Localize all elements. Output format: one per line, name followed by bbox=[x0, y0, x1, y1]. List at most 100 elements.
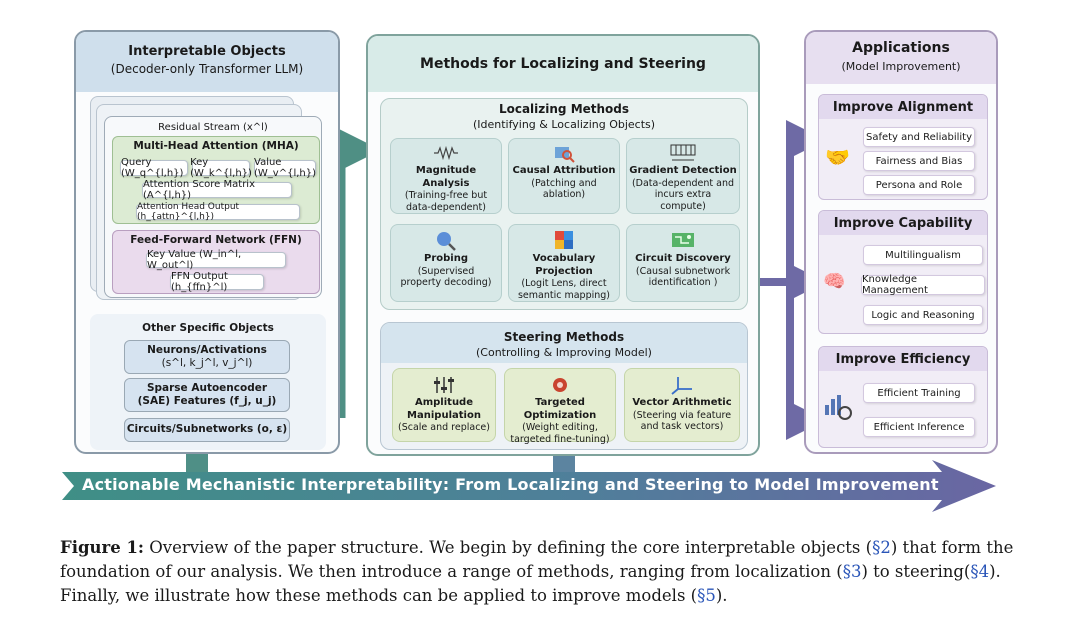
method-name: Probing bbox=[424, 253, 468, 264]
caption-text: ). bbox=[715, 586, 728, 605]
neurons-label: Neurons/Activations bbox=[147, 343, 267, 356]
steering-title: Steering Methods bbox=[503, 330, 625, 344]
localizing-subtitle: (Identifying & Localizing Objects) bbox=[472, 118, 656, 131]
vocab-icon bbox=[509, 229, 619, 251]
method-causal-attribution: Causal Attribution (Patching and ablatio… bbox=[508, 138, 620, 214]
key-chip: Key (W_k^{l,h}) bbox=[190, 157, 252, 179]
capability-title: Improve Capability bbox=[833, 216, 973, 231]
localizing-title: Localizing Methods bbox=[498, 102, 630, 116]
method-desc: (Weight editing, targeted fine-tuning) bbox=[510, 422, 610, 445]
brain-icon: 🧠 bbox=[823, 271, 846, 292]
method-desc: (Patching and ablation) bbox=[531, 177, 597, 201]
right-panel-title: Applications bbox=[852, 40, 950, 56]
banner-arrow bbox=[62, 460, 996, 512]
method-name: Targeted Optimization bbox=[523, 397, 597, 421]
method-desc: (Scale and replace) bbox=[398, 422, 490, 433]
right-panel-subtitle: (Model Improvement) bbox=[841, 60, 961, 73]
steering-subtitle: (Controlling & Improving Model) bbox=[476, 346, 652, 359]
gear-icon bbox=[505, 375, 615, 395]
caption-text: ) to steering( bbox=[861, 562, 971, 581]
caption-label: Figure 1: bbox=[60, 538, 145, 557]
ffn-title: Feed-Forward Network (FFN) bbox=[130, 234, 302, 246]
ffn-output-chip: FFN Output (h_{ffn}^l) bbox=[170, 271, 264, 293]
middle-panel-header bbox=[368, 36, 758, 92]
method-desc: (Data-dependent and incurs extra compute… bbox=[631, 177, 735, 213]
efficiency-header bbox=[819, 347, 987, 371]
value-chip: Value (W_v^{l,h}) bbox=[254, 157, 317, 179]
method-name: Circuit Discovery bbox=[635, 253, 731, 264]
inspect-icon bbox=[509, 143, 619, 163]
method-desc: (Training-free but data-dependent) bbox=[404, 190, 488, 213]
app-item: Logic and Reasoning bbox=[863, 305, 983, 325]
section-ref[interactable]: §2 bbox=[872, 538, 891, 557]
app-item: Efficient Training bbox=[863, 383, 975, 403]
method-circuit-discovery: Circuit Discovery (Causal subnetwork ide… bbox=[626, 224, 740, 302]
applications-panel: Applications (Model Improvement) Improve… bbox=[804, 30, 998, 454]
app-item: Knowledge Management bbox=[861, 274, 985, 296]
alignment-title: Improve Alignment bbox=[832, 100, 974, 115]
method-vocabulary-projection: Vocabulary Projection (Logit Lens, direc… bbox=[508, 224, 620, 302]
sae-box: Sparse Autoencoder (SAE) Features (f_j, … bbox=[124, 378, 290, 412]
sae-label-2: (SAE) Features (f_j, u_j) bbox=[137, 395, 277, 407]
method-magnitude-analysis: Magnitude Analysis (Training-free but da… bbox=[390, 138, 502, 214]
query-chip: Query (W_q^{l,h}) bbox=[120, 157, 188, 179]
method-name: Causal Attribution bbox=[512, 165, 616, 176]
app-item: Fairness and Bias bbox=[863, 151, 975, 171]
method-desc: (Causal subnetwork identification ) bbox=[635, 265, 731, 289]
method-gradient-detection: Gradient Detection (Data-dependent and i… bbox=[626, 138, 740, 214]
residual-stream-label: Residual Stream (x^l) bbox=[158, 122, 268, 133]
banner-text: Actionable Mechanistic Interpretability:… bbox=[82, 475, 939, 494]
sae-label: Sparse Autoencoder bbox=[146, 381, 268, 394]
method-desc: (Steering via feature and task vectors) bbox=[632, 409, 732, 433]
attention-score-chip: Attention Score Matrix (A^{l,h}) bbox=[142, 179, 292, 201]
method-vector-arithmetic: Vector Arithmetic (Steering via feature … bbox=[624, 368, 740, 442]
circuits-box: Circuits/Subnetworks (ο, ε) bbox=[124, 418, 290, 442]
axes-icon bbox=[625, 375, 739, 395]
left-panel-header bbox=[76, 32, 338, 92]
improve-capability-group: Improve Capability 🧠 Multilingualism Kno… bbox=[818, 210, 988, 334]
magnifier-icon bbox=[391, 229, 501, 251]
improve-efficiency-group: Improve Efficiency Efficient Training Ef… bbox=[818, 346, 988, 448]
methods-panel: Methods for Localizing and Steering Loca… bbox=[366, 34, 760, 456]
chart-gear-icon bbox=[823, 391, 853, 425]
attention-output-chip: Attention Head Output (h_{attn}^{l,h}) bbox=[136, 202, 300, 222]
caption-text: ). Finally, we illustrate how these meth… bbox=[60, 562, 1001, 605]
sliders-icon bbox=[393, 375, 495, 395]
method-desc: (Logit Lens, direct semantic mapping) bbox=[517, 278, 611, 301]
method-name: Vector Arithmetic bbox=[632, 397, 732, 408]
neurons-box: Neurons/Activations (s^l, k_j^l, v_j^l) bbox=[124, 340, 290, 374]
capability-header bbox=[819, 211, 987, 235]
method-amplitude-manipulation: Amplitude Manipulation (Scale and replac… bbox=[392, 368, 496, 442]
left-panel-title: Interpretable Objects bbox=[128, 44, 286, 59]
caption-text: ) that form the foundation of our analys… bbox=[60, 538, 1014, 581]
app-item: Safety and Reliability bbox=[863, 127, 975, 147]
section-ref[interactable]: §3 bbox=[842, 562, 862, 581]
app-item: Multilingualism bbox=[863, 245, 983, 265]
figure-caption: Figure 1: Overview of the paper structur… bbox=[60, 536, 1020, 608]
method-name: Magnitude Analysis bbox=[415, 165, 477, 189]
handshake-icon: 🤝 bbox=[825, 145, 850, 169]
section-ref[interactable]: §5 bbox=[697, 586, 716, 605]
resistor-icon bbox=[391, 143, 501, 163]
app-item: Persona and Role bbox=[863, 175, 975, 195]
section-ref[interactable]: §4 bbox=[970, 562, 990, 581]
gradient-icon bbox=[627, 143, 739, 163]
method-probing: Probing (Supervised property decoding) bbox=[390, 224, 502, 302]
right-panel-header bbox=[806, 32, 996, 84]
method-desc: (Supervised property decoding) bbox=[400, 265, 492, 289]
circuit-icon bbox=[627, 229, 739, 251]
method-name: Gradient Detection bbox=[629, 165, 737, 176]
ffn-key-value-chip: Key Value (W_in^l, W_out^l) bbox=[146, 249, 286, 271]
alignment-header bbox=[819, 95, 987, 119]
app-item: Efficient Inference bbox=[863, 417, 975, 437]
mha-title: Multi-Head Attention (MHA) bbox=[133, 140, 299, 152]
neurons-symbols: (s^l, k_j^l, v_j^l) bbox=[161, 357, 253, 369]
improve-alignment-group: Improve Alignment 🤝 Safety and Reliabili… bbox=[818, 94, 988, 200]
method-targeted-optimization: Targeted Optimization (Weight editing, t… bbox=[504, 368, 616, 445]
method-name: Vocabulary Projection bbox=[532, 253, 596, 277]
efficiency-title: Improve Efficiency bbox=[835, 352, 971, 367]
interpretable-objects-panel: Interpretable Objects (Decoder-only Tran… bbox=[74, 30, 340, 454]
steering-header bbox=[381, 323, 747, 363]
other-objects-title: Other Specific Objects bbox=[142, 322, 274, 334]
left-panel-subtitle: (Decoder-only Transformer LLM) bbox=[110, 62, 304, 76]
